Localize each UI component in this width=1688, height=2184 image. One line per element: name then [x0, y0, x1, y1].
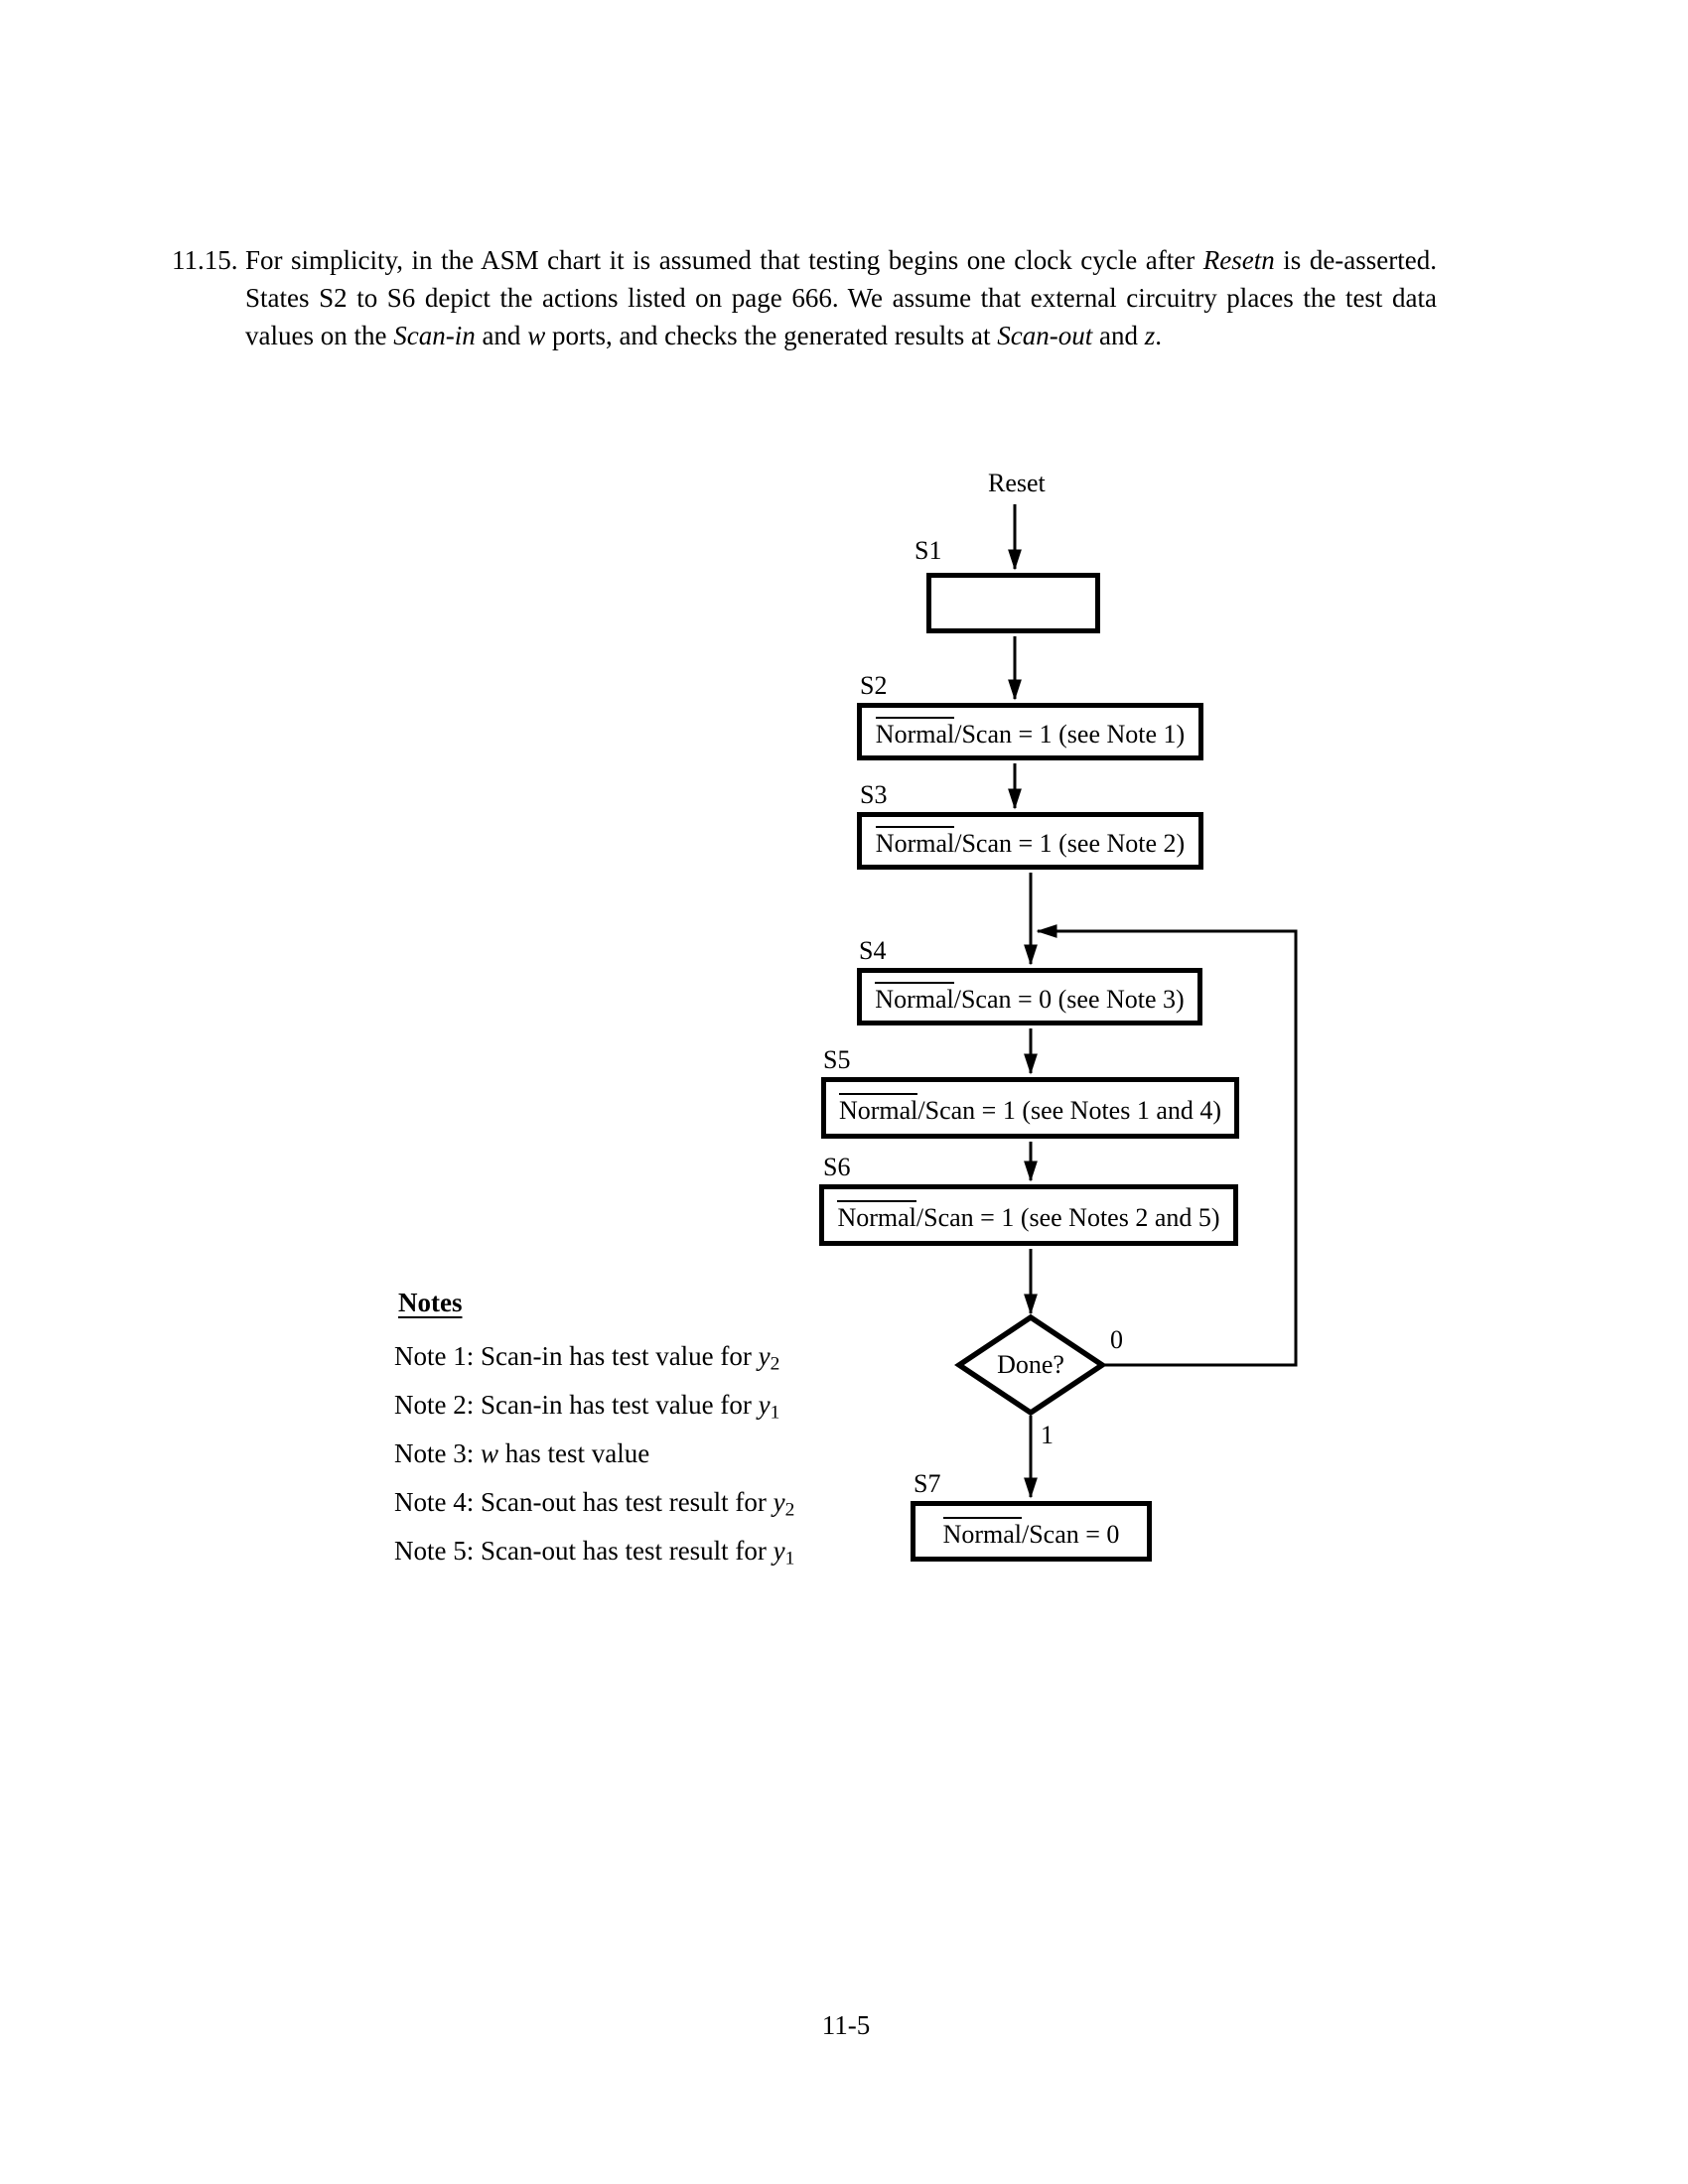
problem-number: 11.15. — [172, 245, 238, 275]
decision-question: Done? — [997, 1350, 1064, 1379]
state-label-s6: S6 — [823, 1153, 851, 1181]
note-item-4: Note 4: Scan-out has test result for y2 — [394, 1487, 795, 1521]
state-action-s5: Normal/Scan = 1 (see Notes 1 and 4) — [838, 1093, 1221, 1126]
note-item-3: Note 3: w has test value — [394, 1438, 650, 1468]
decision-branch-1: 1 — [1041, 1421, 1054, 1449]
problem-line-3: values on the Scan-in and w ports, and c… — [245, 321, 1163, 350]
state-action-s6: Normal/Scan = 1 (see Notes 2 and 5) — [837, 1200, 1220, 1233]
notes-heading: Notes — [398, 1288, 463, 1317]
state-action-s2: Normal/Scan = 1 (see Note 1) — [875, 717, 1185, 750]
page-number: 11-5 — [821, 2010, 871, 2040]
notes-list: Note 1: Scan-in has test value for y2 No… — [394, 1332, 851, 1575]
state-box-s2: Normal/Scan = 1 (see Note 1) — [857, 703, 1203, 760]
state-label-s1: S1 — [914, 536, 942, 565]
decision-branch-0: 0 — [1110, 1325, 1123, 1354]
reset-label: Reset — [988, 469, 1046, 497]
state-box-s1 — [926, 573, 1100, 633]
state-action-s3: Normal/Scan = 1 (see Note 2) — [875, 826, 1185, 859]
state-action-s4: Normal/Scan = 0 (see Note 3) — [875, 982, 1185, 1015]
decision-diamond — [954, 1313, 1107, 1417]
note-item-2: Note 2: Scan-in has test value for y1 — [394, 1390, 780, 1424]
state-box-s4: Normal/Scan = 0 (see Note 3) — [857, 968, 1202, 1025]
state-label-s3: S3 — [860, 780, 888, 809]
state-label-s5: S5 — [823, 1045, 851, 1074]
state-box-s6: Normal/Scan = 1 (see Notes 2 and 5) — [819, 1184, 1238, 1246]
note-item-1: Note 1: Scan-in has test value for y2 — [394, 1341, 780, 1375]
state-box-s7: Normal/Scan = 0 — [911, 1501, 1152, 1562]
feedback-loop-line — [1036, 924, 1298, 1367]
problem-line-1: For simplicity, in the ASM chart it is a… — [245, 245, 1437, 275]
state-label-s4: S4 — [859, 936, 887, 965]
state-action-s7: Normal/Scan = 0 — [942, 1516, 1119, 1550]
state-box-s3: Normal/Scan = 1 (see Note 2) — [857, 812, 1203, 870]
state-box-s5: Normal/Scan = 1 (see Notes 1 and 4) — [821, 1077, 1239, 1139]
note-item-5: Note 5: Scan-out has test result for y1 — [394, 1536, 795, 1570]
problem-statement: For simplicity, in the ASM chart it is a… — [245, 241, 1437, 354]
problem-line-2: States S2 to S6 depict the actions liste… — [245, 283, 1437, 313]
state-label-s2: S2 — [860, 671, 888, 700]
state-label-s7: S7 — [914, 1469, 941, 1498]
